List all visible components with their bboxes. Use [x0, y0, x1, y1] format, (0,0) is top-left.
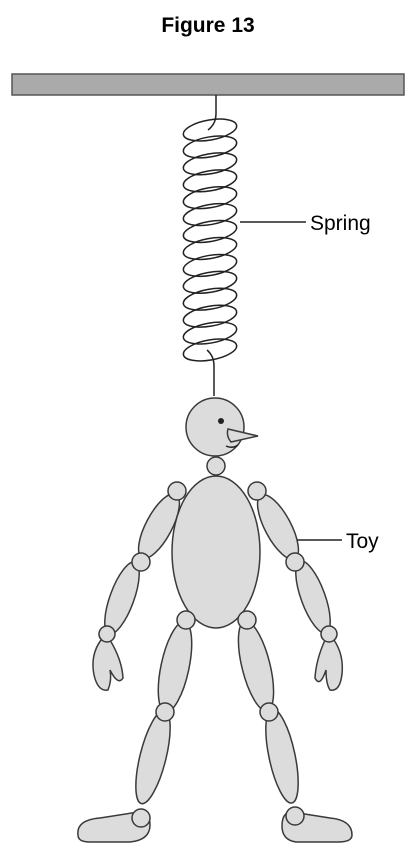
spring-coil	[182, 152, 238, 176]
left-hip-joint	[176, 610, 196, 630]
spring-coil	[182, 118, 238, 142]
right-wrist-joint	[320, 625, 338, 643]
spring-coil	[182, 135, 238, 159]
left-shin	[135, 709, 171, 805]
ceiling-bar	[11, 73, 405, 96]
right-hip-joint	[237, 610, 257, 630]
right-ankle-joint	[285, 806, 305, 826]
neck-joint	[206, 456, 226, 476]
left-elbow-joint	[131, 552, 151, 572]
mouth	[225, 444, 239, 449]
right-thigh	[237, 620, 275, 712]
right-elbow-joint	[285, 552, 305, 572]
left-hand	[92, 639, 124, 691]
spring-coil	[182, 169, 238, 193]
toy-label: Toy	[346, 530, 379, 553]
left-knee-joint	[155, 702, 175, 722]
spring-coil	[182, 219, 238, 244]
left-shoulder-joint	[167, 481, 187, 501]
head	[185, 397, 245, 457]
spring-coil	[182, 321, 238, 345]
torso	[171, 475, 261, 629]
right-shoulder-joint	[247, 481, 267, 501]
left-ankle-joint	[131, 808, 151, 828]
right-knee-joint	[259, 702, 279, 722]
spring-coil	[182, 253, 238, 278]
right-hand	[314, 639, 344, 691]
spring-coil	[182, 270, 238, 294]
spring-coil	[182, 338, 238, 362]
figure-title: Figure 13	[161, 14, 255, 37]
spring-coil	[182, 202, 238, 227]
spring-bottom-wire	[206, 349, 215, 396]
spring-coil	[182, 236, 238, 261]
eye	[218, 418, 224, 424]
spring-top-wire	[207, 95, 217, 131]
left-wrist-joint	[98, 625, 116, 643]
spring-coil	[182, 186, 238, 210]
left-thigh	[157, 621, 193, 713]
spring-coil	[182, 304, 238, 328]
spring-coils	[182, 118, 238, 362]
toy	[77, 397, 353, 843]
spring-label: Spring	[310, 212, 371, 235]
spring-coil	[182, 287, 238, 311]
nose	[226, 428, 259, 443]
